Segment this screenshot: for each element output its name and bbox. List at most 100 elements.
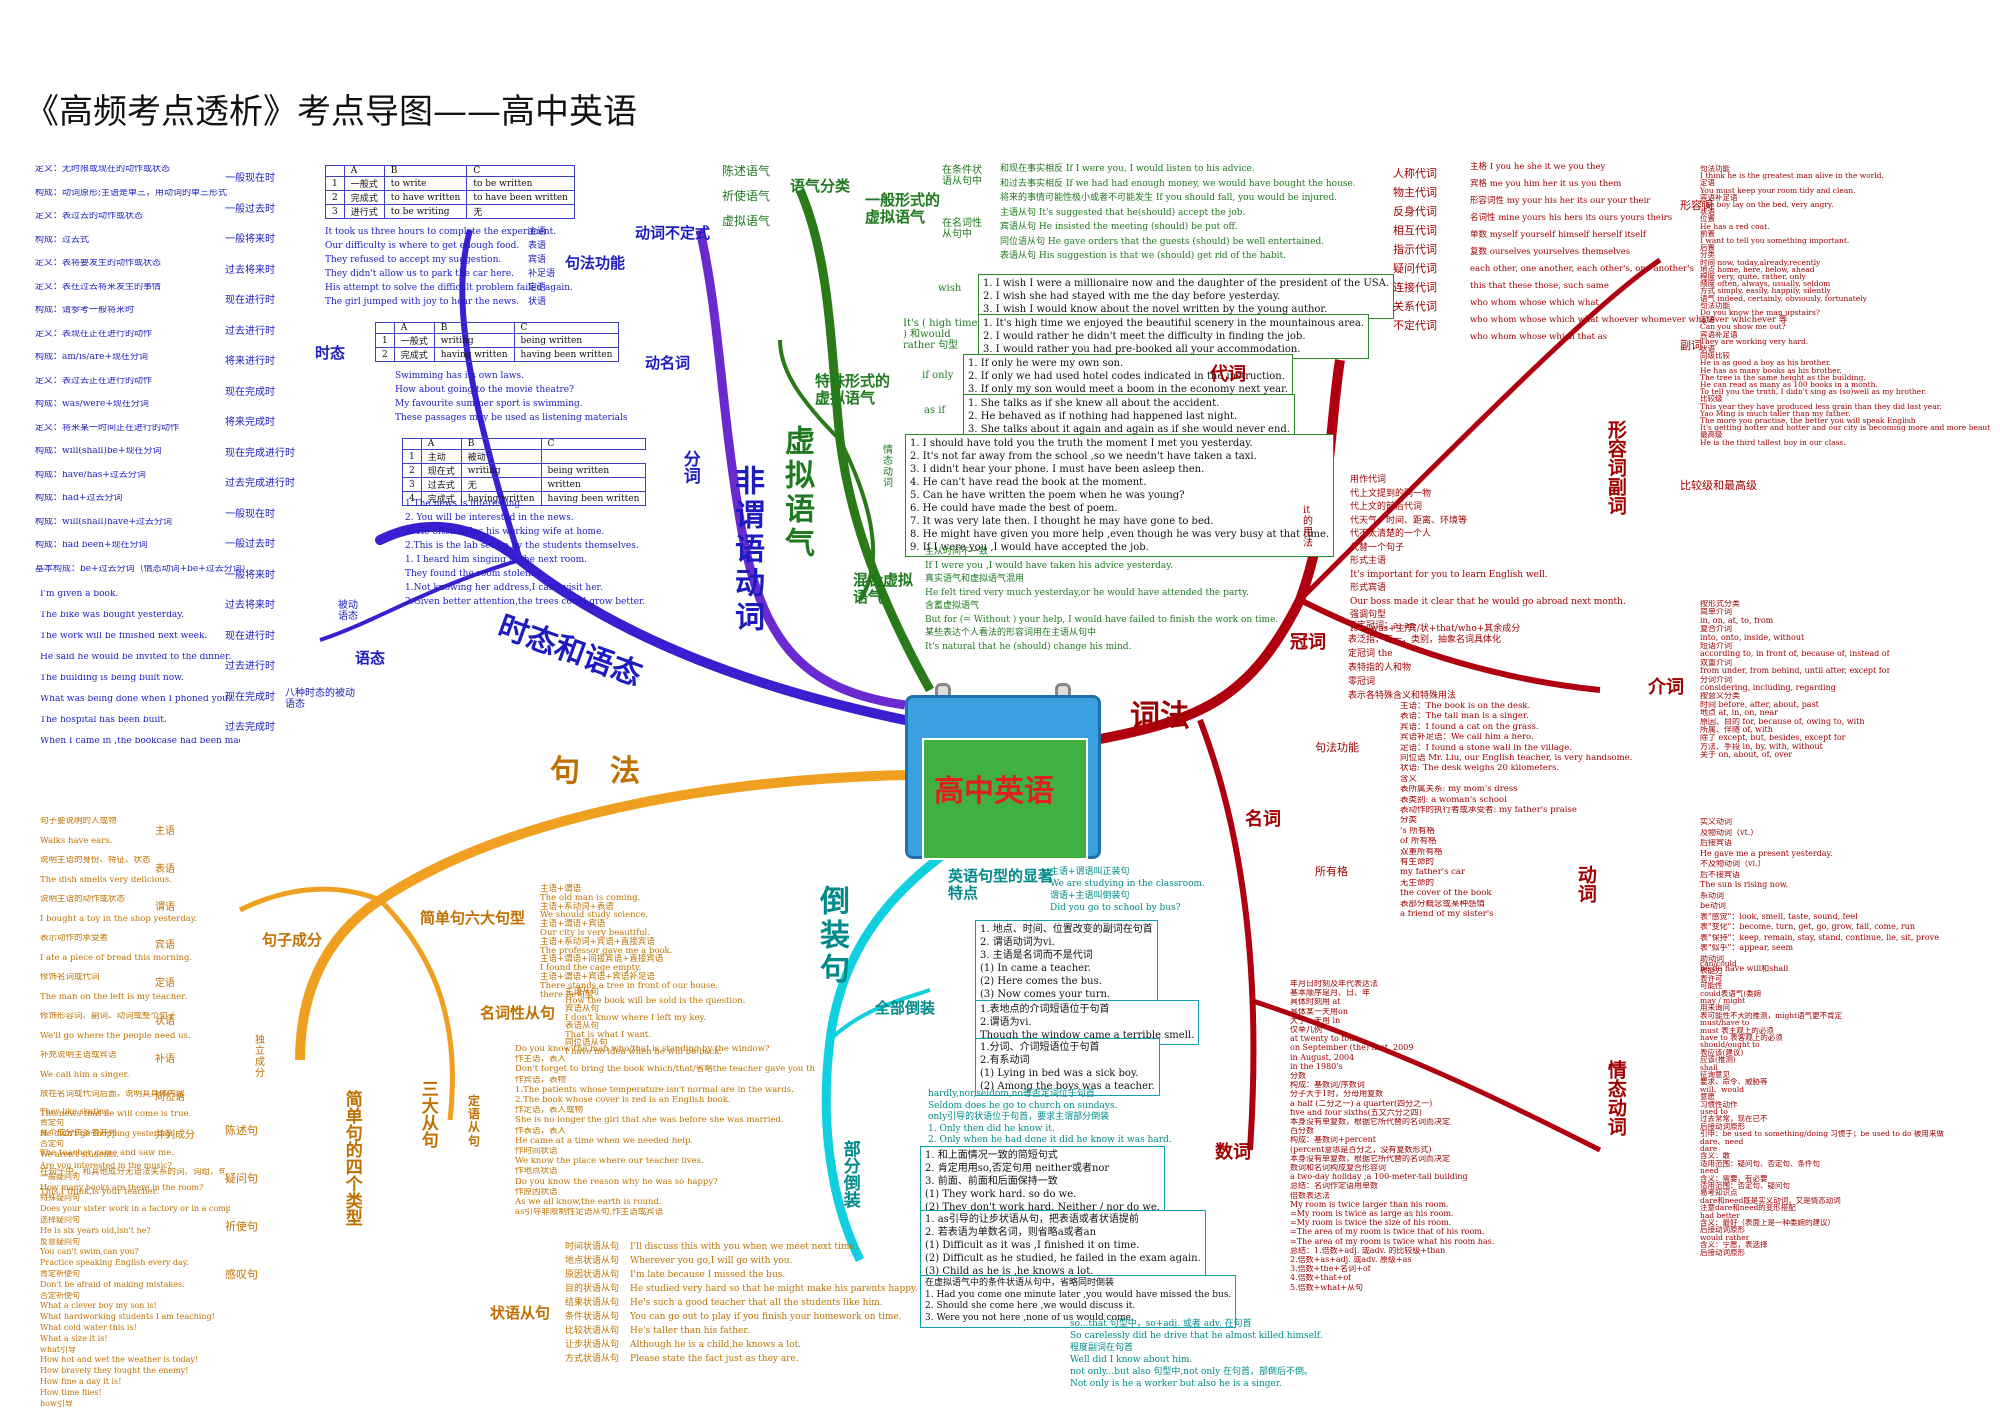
- modal-line: 表许可: [1700, 974, 1723, 983]
- adj-line: 定语: [1700, 179, 1715, 188]
- adverbial-clause-example: Wherever you go,I will go with you.: [630, 1256, 793, 1266]
- table-header: A: [393, 322, 435, 334]
- adverbial-clause-example: I'm late because I missed the bus.: [630, 1270, 786, 1280]
- node-full-inversion: 全部倒装: [875, 999, 936, 1017]
- adj-line: 分类: [1700, 251, 1715, 260]
- modal-line: 含义：宁愿，表选择: [1700, 1241, 1768, 1250]
- adj-line: 程度 very, quite, rather, only: [1700, 273, 1806, 281]
- preposition-line: 按形式分类: [1700, 600, 1740, 608]
- preposition-line: in, on, at, to, from: [1700, 616, 1774, 625]
- node-mixed-subjunctive: 混合虚拟语气: [853, 571, 914, 606]
- numeral-line: 构成：基数词/序数词: [1290, 1081, 1365, 1090]
- tense-rule: 构成：will(shall)have+过去分词: [35, 517, 173, 527]
- table-header: B: [383, 165, 468, 177]
- modal-line: must 表主观上的必须: [1700, 1026, 1774, 1035]
- node-if-only: if only: [922, 370, 954, 381]
- mixed-subjunctive-line: It's natural that he (should) change his…: [925, 641, 1132, 652]
- pronoun-item: 疑问代词: [1393, 262, 1437, 275]
- tense-item: 将来进行时: [225, 356, 275, 367]
- center-inner: 高中英语: [922, 738, 1088, 860]
- node-wish: wish: [938, 283, 962, 294]
- it-usage-line: 用作代词: [1350, 475, 1387, 485]
- noun-line: 表动作的执行者或承受者: my father's praise: [1400, 806, 1577, 815]
- participle-example: 1. He often helps his working wife at ho…: [405, 527, 605, 537]
- pronoun-line: who whom whose which what: [1470, 298, 1599, 308]
- passive-example: The hospital has been built.: [40, 716, 167, 725]
- node-independent: 独立成分: [255, 1035, 265, 1079]
- sentence-type-line: How bravely they fought the enemy!: [40, 1367, 189, 1376]
- article-line: 零冠词: [1348, 677, 1376, 687]
- it-usage-line: 形式主语: [1350, 556, 1387, 566]
- branch-subjunctive: 虚拟语气: [779, 425, 814, 561]
- component-item: 同位语: [155, 1092, 185, 1103]
- sentence-type-line: How hot and wet the weather is today!: [40, 1356, 199, 1365]
- participle-example: 2.Given better attention,the trees could…: [405, 597, 646, 607]
- modal-line: 用来询问: [1700, 1004, 1730, 1013]
- it-usage-line: 强调句型: [1350, 610, 1387, 620]
- adj-item: 比较级和最高级: [1680, 479, 1757, 492]
- mixed-subjunctive-line: 含蓄虚拟语气: [925, 601, 980, 611]
- modal-line: have to 表客观上的必须: [1700, 1034, 1783, 1042]
- adverbial-clause-type: 时间状语从句: [565, 1242, 620, 1252]
- modal-line: 含义：最好（表面上是一种委婉的建议）: [1700, 1219, 1835, 1227]
- modal-line: should/ought to: [1700, 1041, 1760, 1050]
- modal-line: shall: [1700, 1063, 1718, 1072]
- modal-line: 表可能性不大的推测，might语气更不肯定: [1700, 1011, 1843, 1020]
- adj-line: Do you know the man upstairs?: [1700, 309, 1820, 317]
- table-cell: to have written: [383, 190, 468, 205]
- partial-line: hardly,nor,seldom,no等否定词位于句首: [928, 1089, 1095, 1099]
- attributive-clause-line: As we all know,the earth is round.: [515, 1198, 662, 1207]
- gerund-example: My favourite summer sport is swimming.: [395, 399, 583, 409]
- pronoun-item: 相互代词: [1393, 224, 1437, 237]
- node-adverbial-clause: 状语从句: [490, 1304, 551, 1322]
- adj-line: He has a red coat.: [1700, 222, 1770, 231]
- tense-rule: 定义：表过去的动作或状态: [35, 212, 144, 221]
- pronoun-line: this that these those, such same: [1470, 281, 1609, 291]
- adverbial-clause-type: 比较状语从句: [565, 1326, 620, 1336]
- subjunctive-example: 同位语从句 He gave orders that the guests (sh…: [1000, 236, 1325, 247]
- pronoun-line: who whom whose which what whoever whomev…: [1470, 315, 1788, 325]
- infinitive-example: It took us three hours to complete the e…: [325, 227, 557, 237]
- infinitive-example: The girl jumped with joy to hear the new…: [325, 297, 519, 307]
- subjunctive-example: 宾语从句 He insisted the meeting (should) be…: [1000, 222, 1238, 232]
- six-pattern-line: 主语+谓语+间接宾语+直接宾语: [540, 954, 664, 965]
- tense-rule: 基本构成：be+过去分词（情态动词+be+过去分词）: [35, 564, 245, 574]
- tense-item: 过去将来时: [225, 264, 275, 276]
- preposition-line: 双重介词: [1700, 658, 1732, 667]
- table-cell: 现在式: [420, 463, 462, 478]
- adverbial-clause-type: 条件状语从句: [565, 1312, 620, 1322]
- adj-line: 后置: [1700, 244, 1715, 253]
- table-cell: writing: [433, 333, 515, 348]
- adverbial-clause-example: He's such a good teacher that all the st…: [630, 1298, 883, 1308]
- passive-example: When I came in ,the bookcase had been ma…: [40, 737, 240, 746]
- it-usage-line: 代上文提到的同一物: [1350, 488, 1432, 499]
- sentence-type-line: What a clever boy my son is!: [40, 1302, 157, 1311]
- adj-line: They are working very hard.: [1700, 337, 1809, 346]
- mixed-subjunctive-line: 真实语气和虚拟语气混用: [925, 574, 1025, 584]
- sentence-type-line: 选择疑问句: [40, 1216, 80, 1224]
- tense-item: 过去完成进行时: [225, 478, 295, 489]
- six-pattern-line: The professor gave me a book.: [540, 945, 673, 956]
- numeral-line: 4.倍数+that+of: [1290, 1274, 1352, 1283]
- sentence-type-line: Does your sister work in a factory or in…: [40, 1205, 230, 1214]
- sentence-type-line: 肯定祈使句: [40, 1270, 80, 1278]
- preposition-line: 分词介词: [1700, 675, 1732, 684]
- sentence-type-line: How many books are there in the room?: [40, 1183, 204, 1192]
- node-infinitive: 动词不定式: [635, 224, 711, 242]
- table-cell: 一般式: [343, 176, 385, 191]
- node-components: 句子成分: [262, 931, 323, 949]
- center-node: 高中英语: [905, 683, 1101, 860]
- noun-line: 双重所有格: [1400, 847, 1443, 857]
- component-line: Walks have ears.: [40, 836, 113, 846]
- component-line: 表示动作的承受者: [40, 934, 109, 943]
- verb-line: 及物动词（vt.）: [1700, 828, 1759, 837]
- sentence-type-line: You can't swim,can you?: [40, 1248, 139, 1257]
- infinitive-role: 补足语: [528, 269, 556, 279]
- node-attributive-clause: 定语从句: [468, 1094, 481, 1148]
- participle-example: 2. You will be interested in the news.: [405, 513, 574, 523]
- it-usage-line: It's important for you to learn English …: [1350, 569, 1548, 580]
- sentence-type-line: How time flies!: [40, 1388, 102, 1397]
- adj-line: I want to tell you something important.: [1700, 237, 1850, 245]
